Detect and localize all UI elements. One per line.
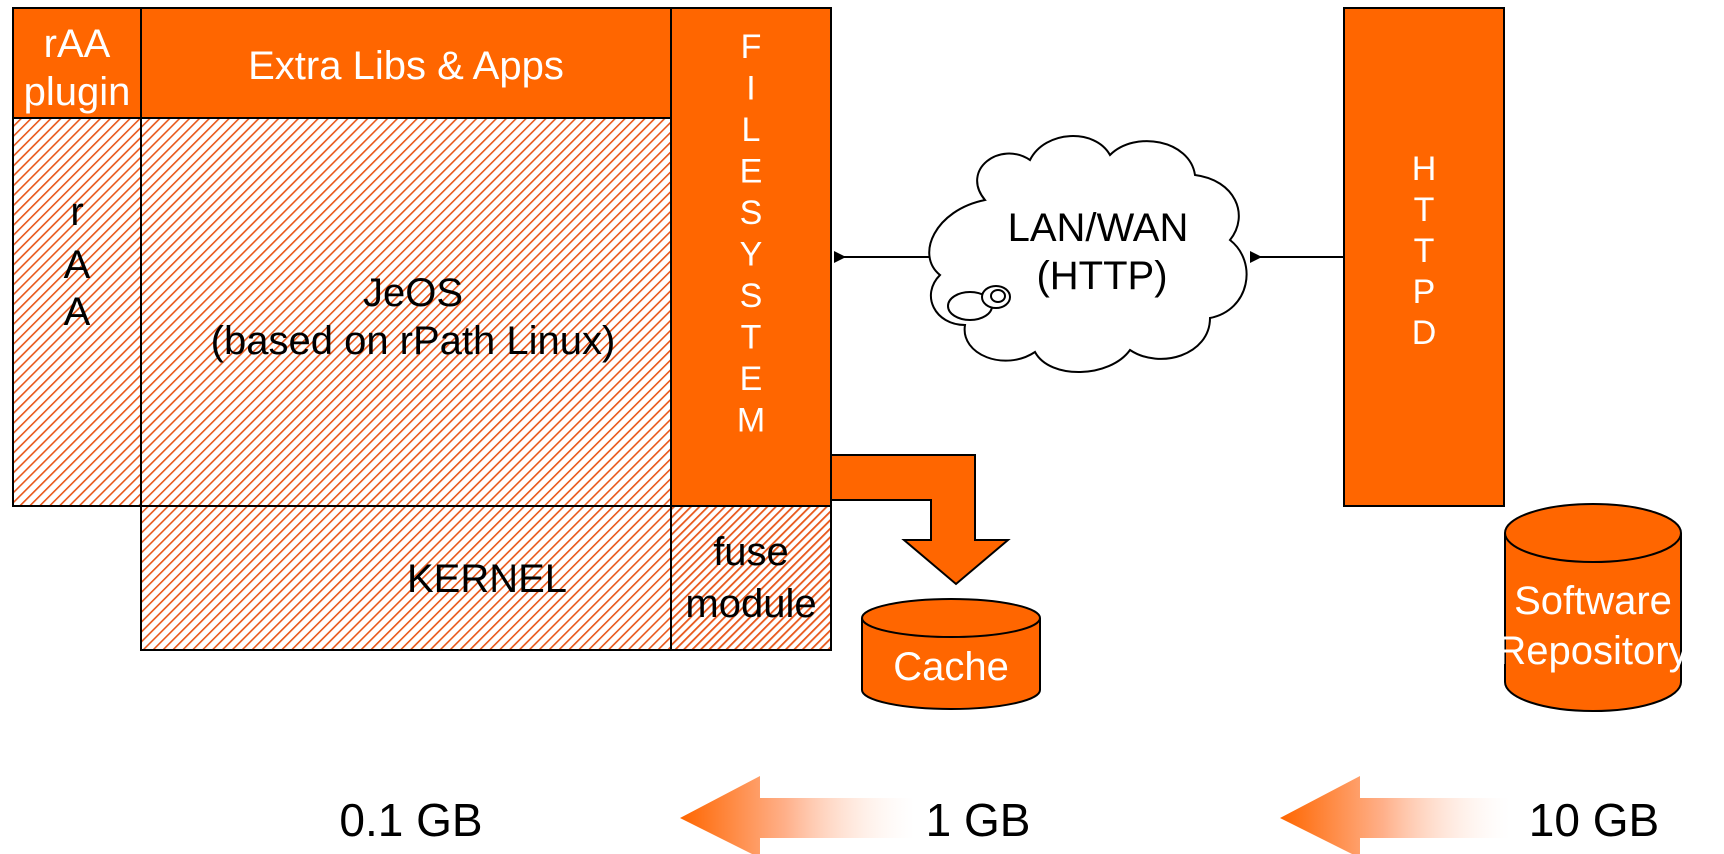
repository-label-line2: Repository [1497,629,1688,673]
vertical-letter: S [740,194,763,232]
vertical-letter: M [737,402,765,440]
vertical-letter: D [1412,314,1437,352]
size-label-left: 0.1 GB [339,794,482,846]
raa-letter: A [64,290,91,334]
vertical-letter: T [741,319,762,357]
jeos-label-line2: (based on rPath Linux) [211,319,616,363]
vertical-letter: S [740,277,763,315]
jeos-label-line1: JeOS [363,271,463,315]
vertical-letter: H [1412,150,1437,188]
vertical-letter: T [1414,232,1435,270]
size-label-middle: 1 GB [926,794,1031,846]
vertical-letter: E [740,360,763,398]
cloud-label-line2: (HTTP) [1036,254,1167,298]
gradient-left-arrow-icon [1280,776,1510,854]
bent-down-arrow-icon [830,454,1011,586]
kernel-box [140,505,672,651]
raa-plugin-label-line2: plugin [24,70,131,114]
extra-libs-box [140,7,672,119]
fuse-module-box [670,505,832,651]
gradient-left-arrow-icon [680,776,915,854]
vertical-letter: T [1414,191,1435,229]
fuse-module-label-line2: module [685,582,816,626]
vertical-letter: L [742,111,761,149]
cloud-icon [928,135,1248,373]
raa-letter: r [70,190,83,234]
size-label-right: 10 GB [1529,794,1659,846]
vertical-letter: E [740,153,763,191]
fuse-module-label-line1: fuse [713,530,789,574]
httpd-box [1343,7,1505,507]
vertical-letter: I [746,70,755,108]
database-cylinder-icon [861,598,1041,710]
vertical-letter: Y [740,236,763,274]
raa-letter: A [64,243,91,287]
vertical-letter: F [741,28,762,66]
raa-plugin-label-line1: rAA [44,22,111,66]
repository-label-line1: Software [1514,579,1672,623]
cache-label: Cache [893,645,1009,689]
extra-libs-label: Extra Libs & Apps [248,44,564,88]
database-cylinder-icon [1504,503,1682,712]
cloud-label-line1: LAN/WAN [1008,206,1189,250]
raa-box [12,117,142,507]
kernel-label: KERNEL [407,557,567,601]
filesystem-box [670,7,832,507]
raa-plugin-box [12,7,142,119]
vertical-letter: P [1413,273,1436,311]
jeos-box [140,117,672,507]
